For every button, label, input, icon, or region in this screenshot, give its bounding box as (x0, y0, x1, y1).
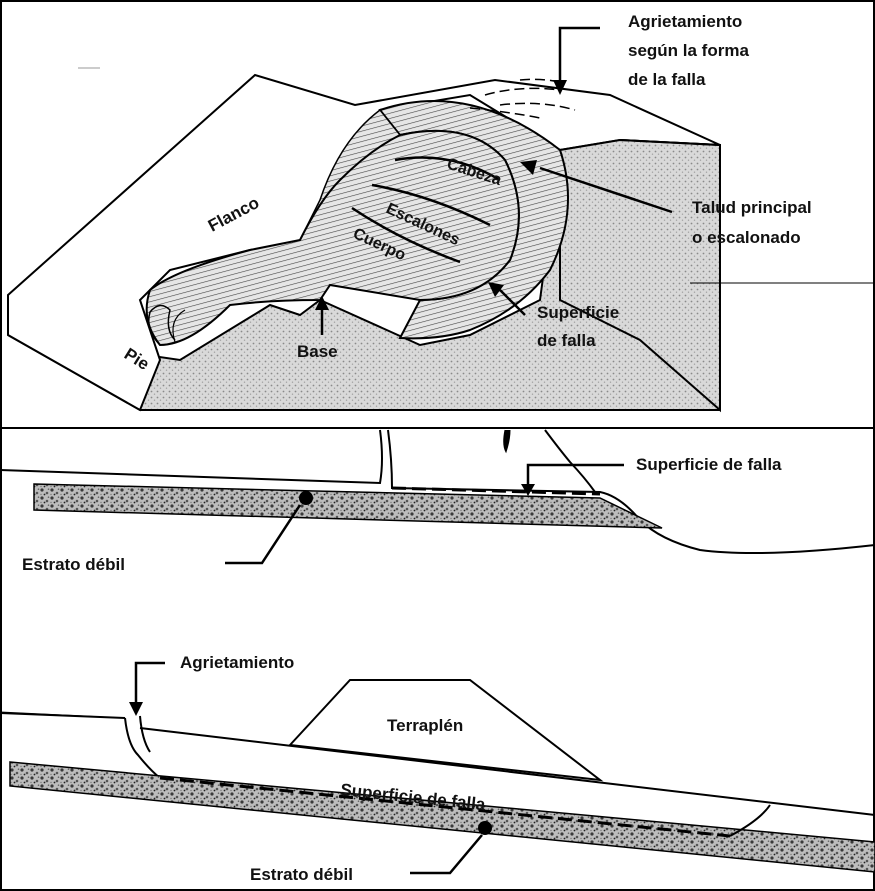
weak-stratum-marker-middle (299, 491, 313, 505)
label-agrietamiento-bottom: Agrietamiento (180, 653, 294, 672)
weak-stratum-bottom (10, 762, 875, 872)
top-panel: Agrietamiento según la forma de la falla… (8, 12, 875, 410)
label-talud-principal-2: o escalonado (692, 228, 801, 247)
label-talud-principal-1: Talud principal (692, 198, 812, 217)
label-superficie-falla-top-1: Superficie (537, 303, 619, 322)
label-superficie-falla-top-2: de falla (537, 331, 596, 350)
label-terraplen: Terraplén (387, 716, 463, 735)
label-agrietamiento-forma-1: Agrietamiento (628, 12, 742, 31)
label-agrietamiento-forma-3: de la falla (628, 70, 706, 89)
label-estrato-debil-bottom: Estrato débil (250, 865, 353, 884)
label-estrato-debil-middle: Estrato débil (22, 555, 125, 574)
middle-panel: Superficie de falla Estrato débil (0, 430, 875, 574)
label-superficie-falla-middle: Superficie de falla (636, 455, 782, 474)
bottom-panel: Agrietamiento Terraplén Superficie de fa… (0, 653, 875, 884)
label-base: Base (297, 342, 338, 361)
label-agrietamiento-forma-2: según la forma (628, 41, 749, 60)
weak-stratum-marker-bottom (478, 821, 492, 835)
